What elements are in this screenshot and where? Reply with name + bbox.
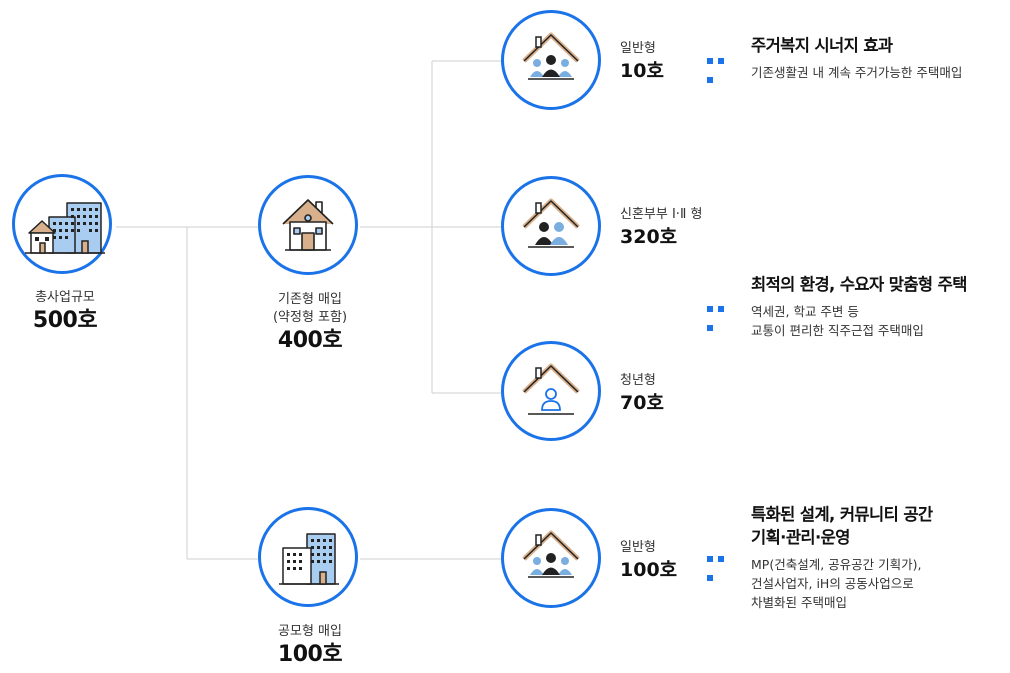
total-label: 총사업규모 500호 [0,289,130,335]
type-general-competition-title: 일반형 [620,540,656,555]
type-youth-count: 70호 [620,392,664,414]
competition-title: 공모형 매입 [278,624,342,639]
apartment-buildings-icon [25,202,105,254]
description-3: 특화된 설계, 커뮤니티 공간 기획·관리·운영 MP(건축설계, 공유공간 기… [751,503,1010,612]
type-youth-node [501,341,601,441]
type-newlywed-node [501,176,601,276]
type-newlywed-count: 320호 [620,226,678,248]
type-youth-title: 청년형 [620,373,656,388]
description-3-line-3: 차별화된 주택매입 [751,595,847,610]
type-general-title: 일반형 [620,41,656,56]
existing-label: 기존형 매입 (약정형 포함) 400호 [240,291,380,355]
existing-title: 기존형 매입 [278,292,342,307]
type-newlywed-label: 신혼부부 Ⅰ·Ⅱ 형 320호 [620,206,702,250]
type-general-competition-count: 100호 [620,559,678,581]
total-count: 500호 [32,308,98,333]
type-general-competition-node [501,508,601,608]
description-2: 최적의 환경, 수요자 맞춤형 주택 역세권, 학교 주변 등 교통이 편리한 … [751,273,1010,340]
existing-node [258,175,358,275]
description-2-heading: 최적의 환경, 수요자 맞춤형 주택 [751,275,967,294]
competition-node [258,507,358,607]
apartment-building-icon [279,533,339,585]
house-single-icon [522,363,580,415]
description-2-line-2: 교통이 편리한 직주근접 주택매입 [751,323,924,338]
description-1: 주거복지 시너지 효과 기존생활권 내 계속 주거가능한 주택매입 [751,34,1010,82]
type-youth-label: 청년형 70호 [620,372,664,416]
description-3-line-1: MP(건축설계, 공유공간 기획가), [751,557,922,572]
description-2-line-1: 역세권, 학교 주변 등 [751,304,859,319]
existing-subtitle: (약정형 포함) [272,310,348,325]
dots-separator-1 [707,58,737,83]
description-1-heading: 주거복지 시너지 효과 [751,36,893,55]
competition-count: 100호 [277,642,343,667]
total-node [12,174,112,274]
total-title: 총사업규모 [35,290,95,305]
description-3-heading-2: 기획·관리·운영 [751,528,850,547]
description-3-line-2: 건설사업자, iH의 공동사업으로 [751,576,914,591]
house-couple-icon [522,198,580,248]
house-icon [282,199,334,251]
house-family-icon [522,32,580,80]
type-general-count: 10호 [620,60,664,82]
description-3-heading: 특화된 설계, 커뮤니티 공간 [751,505,933,524]
dots-separator-3 [707,556,737,581]
type-newlywed-title: 신혼부부 Ⅰ·Ⅱ 형 [620,207,703,222]
dots-separator-2 [707,306,737,331]
house-family-icon [522,530,580,578]
type-general-label: 일반형 10호 [620,40,664,84]
type-general-node [501,10,601,110]
competition-label: 공모형 매입 100호 [240,623,380,669]
description-1-line-1: 기존생활권 내 계속 주거가능한 주택매입 [751,65,963,80]
type-general-competition-label: 일반형 100호 [620,539,677,583]
existing-count: 400호 [277,328,343,353]
